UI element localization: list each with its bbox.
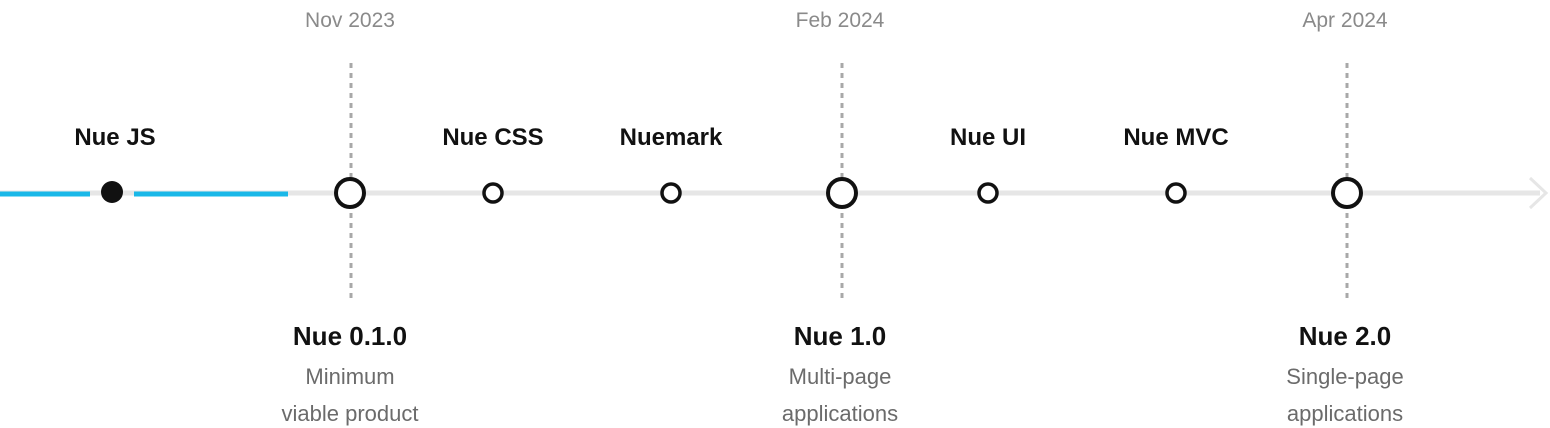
release-2-title: Nue 1.0 bbox=[794, 321, 887, 351]
current-position-marker bbox=[101, 181, 123, 203]
milestone-nue-ui: Nue UI bbox=[950, 124, 1026, 204]
milestone-2-node bbox=[660, 182, 682, 204]
release-2: Feb 2024 Nue 1.0 Multi-page applications bbox=[782, 9, 898, 426]
milestone-nue-mvc: Nue MVC bbox=[1123, 124, 1229, 204]
release-1-title: Nue 0.1.0 bbox=[293, 321, 407, 351]
release-1-date: Nov 2023 bbox=[305, 9, 395, 32]
milestone-2-label: Nuemark bbox=[620, 124, 723, 151]
release-2-node bbox=[826, 177, 858, 209]
release-2-desc-line1: Multi-page bbox=[789, 364, 892, 389]
timeline-arrow-head bbox=[1528, 176, 1549, 210]
release-2-date: Feb 2024 bbox=[796, 9, 885, 32]
release-3-desc-line1: Single-page bbox=[1286, 364, 1403, 389]
current-label: Nue JS bbox=[74, 124, 155, 151]
release-3-node bbox=[1331, 177, 1363, 209]
milestone-nuemark: Nuemark bbox=[620, 124, 723, 204]
release-1-desc-line1: Minimum bbox=[305, 364, 394, 389]
release-3: Apr 2024 Nue 2.0 Single-page application… bbox=[1286, 9, 1403, 426]
release-1-node bbox=[334, 177, 366, 209]
release-3-date: Apr 2024 bbox=[1302, 9, 1388, 32]
milestone-1-label: Nue CSS bbox=[442, 124, 543, 151]
release-1-desc-line2: viable product bbox=[282, 401, 419, 426]
milestone-nue-css: Nue CSS bbox=[442, 124, 544, 204]
milestone-3-label: Nue UI bbox=[950, 124, 1026, 151]
release-3-desc-line2: applications bbox=[1287, 401, 1403, 426]
release-2-desc-line2: applications bbox=[782, 401, 898, 426]
milestone-4-label: Nue MVC bbox=[1123, 124, 1228, 151]
release-3-title: Nue 2.0 bbox=[1299, 321, 1392, 351]
milestone-4-node bbox=[1165, 182, 1187, 204]
release-1: Nov 2023 Nue 0.1.0 Minimum viable produc… bbox=[282, 9, 419, 426]
milestone-1-node bbox=[482, 182, 504, 204]
milestone-3-node bbox=[977, 182, 999, 204]
